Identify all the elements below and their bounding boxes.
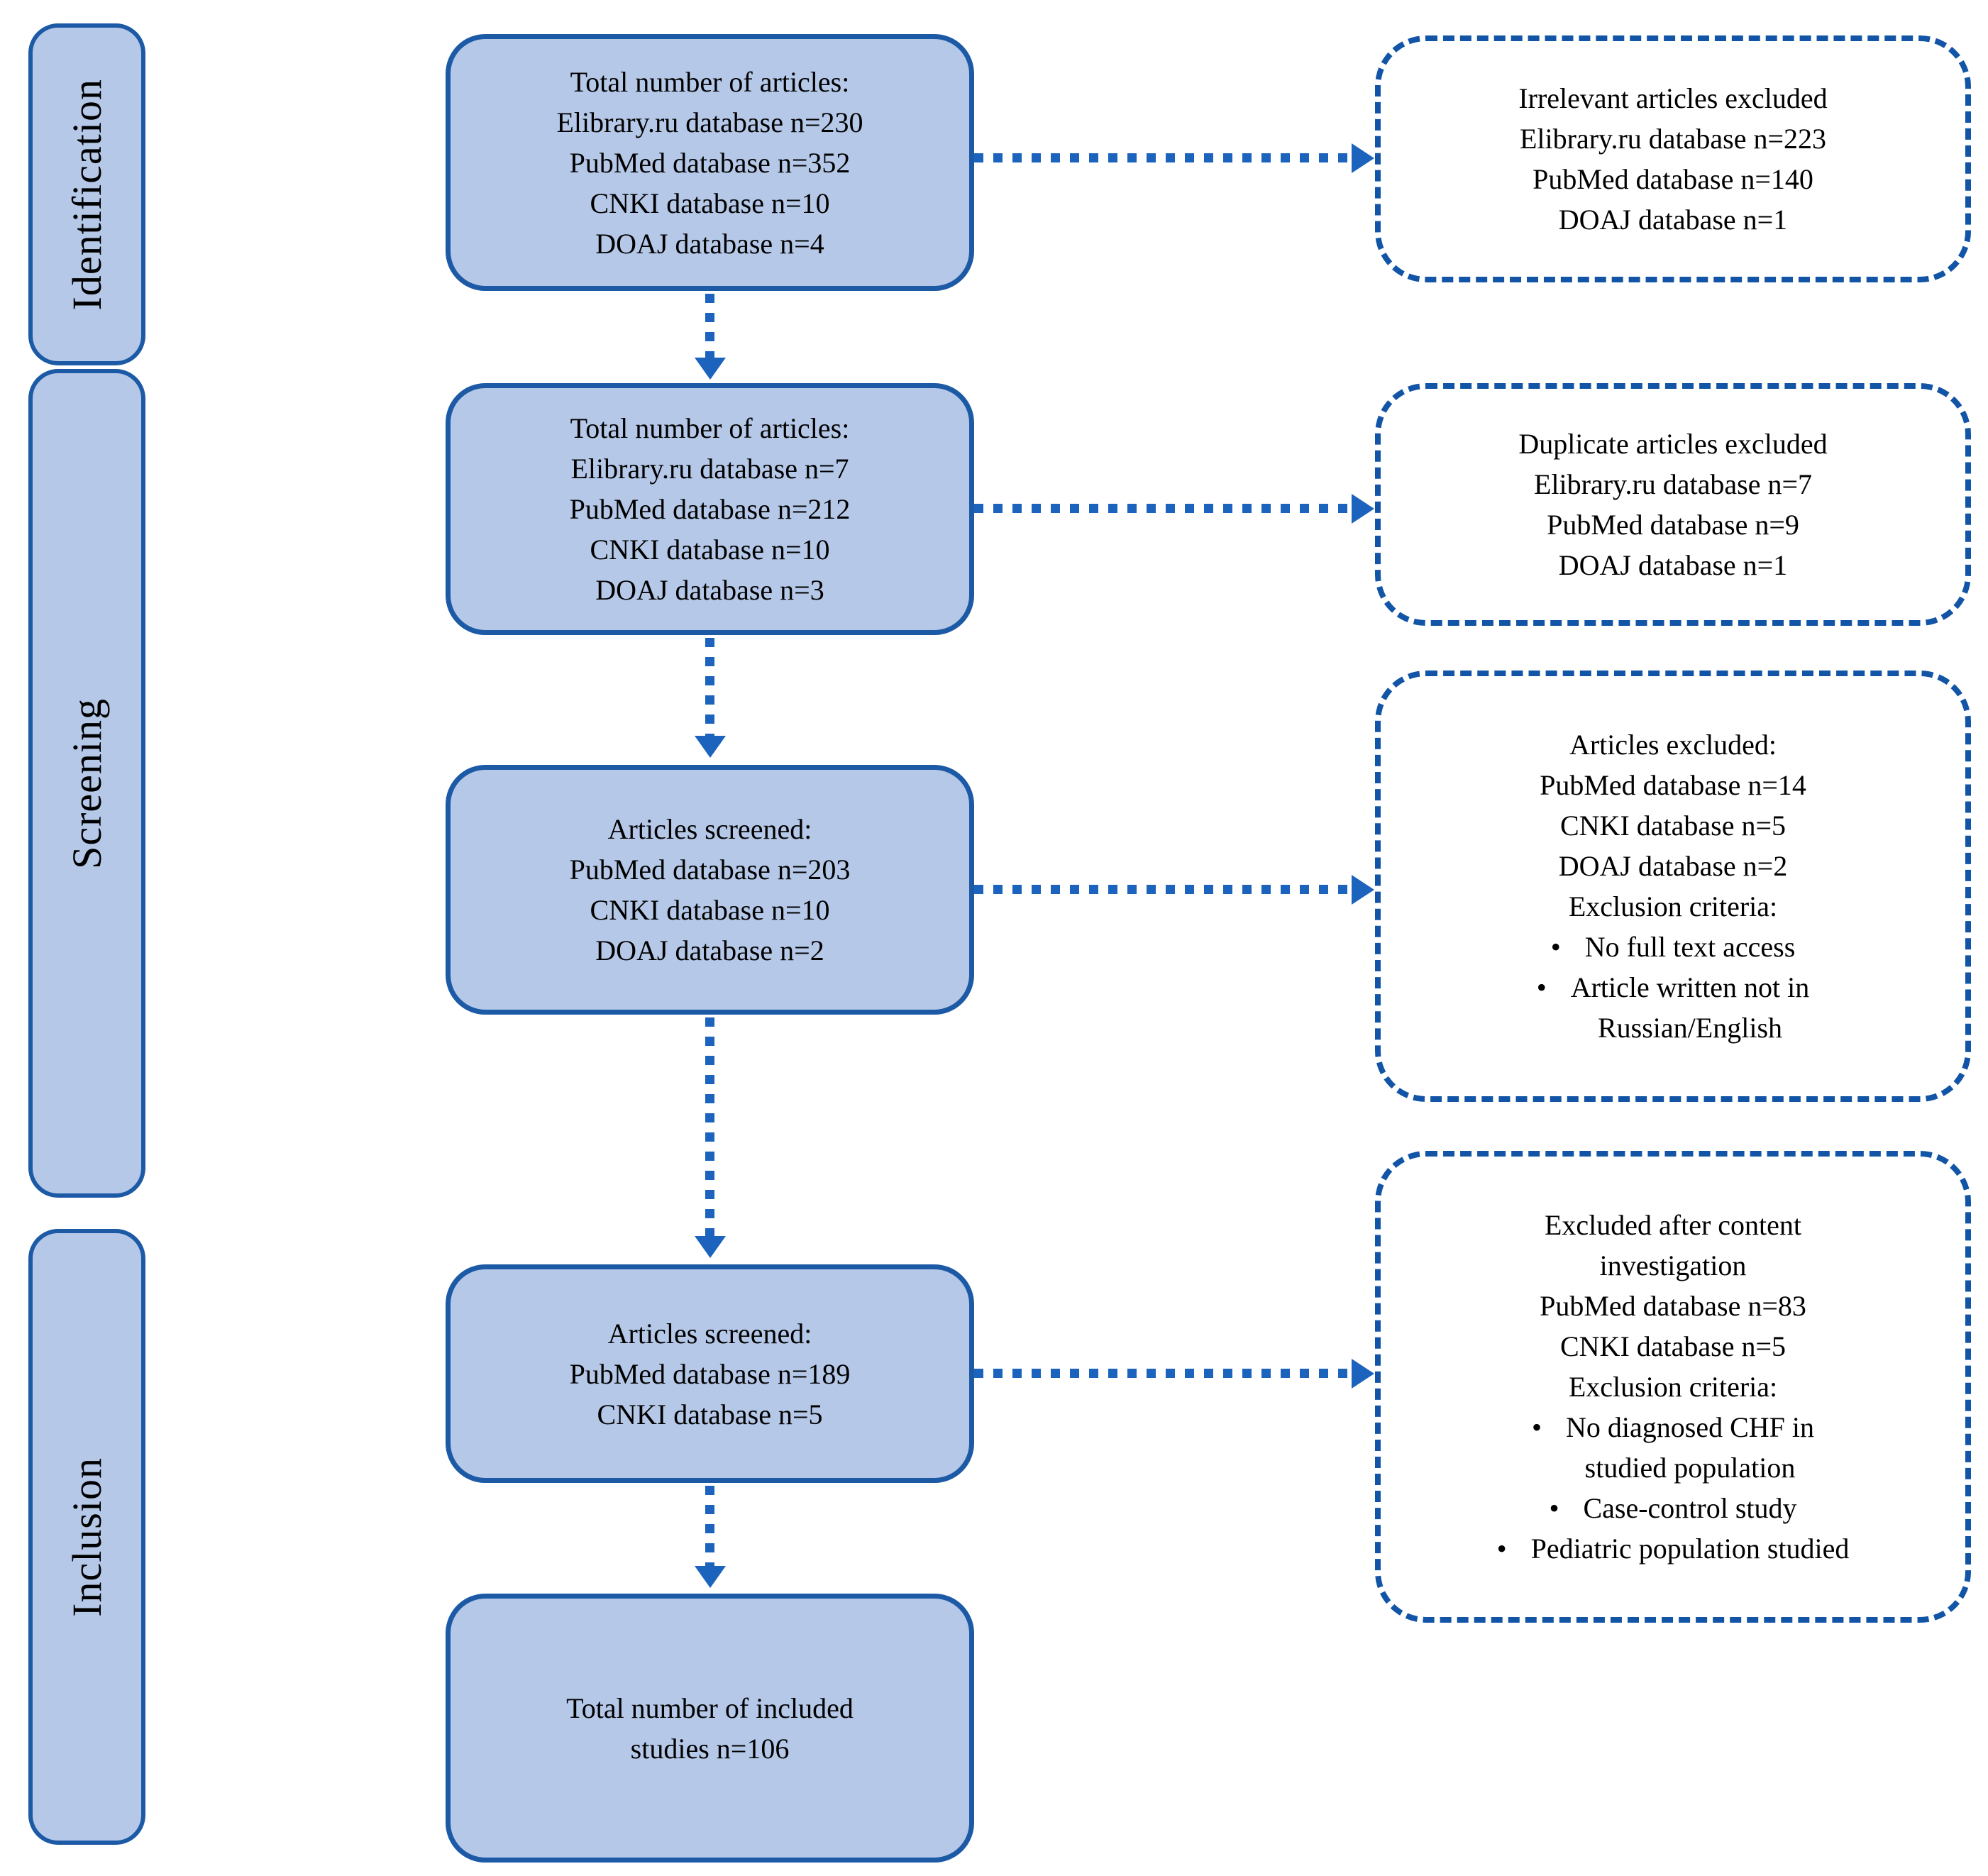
bullet-item: • No diagnosed CHF in studied population — [1406, 1407, 1940, 1488]
after-duplicates-box: Total number of articles: Elibrary.ru da… — [446, 383, 974, 635]
box-line: DOAJ database n=2 — [595, 934, 824, 966]
box-line: DOAJ database n=3 — [595, 574, 824, 606]
box-line: PubMed database n=83 — [1540, 1290, 1806, 1322]
box-line: Elibrary.ru database n=7 — [570, 453, 849, 485]
bullet-text: Pediatric population studied — [1530, 1533, 1850, 1565]
box-line: PubMed database n=9 — [1547, 509, 1799, 541]
box-line: Exclusion criteria: — [1568, 890, 1778, 922]
arrow-down-deduplicated-to-screened — [694, 638, 726, 758]
box-line: Total number of articles: — [570, 65, 850, 98]
box-line: Articles screened: — [607, 1317, 812, 1350]
stage-label-inclusion: Inclusion — [64, 1457, 110, 1617]
irrelevant-excluded-box: Irrelevant articles excluded Elibrary.ru… — [1375, 35, 1971, 282]
box-line: PubMed database n=352 — [569, 146, 851, 179]
box-line: studies n=106 — [630, 1732, 790, 1765]
bullet-text: Article written not in Russian/English — [1570, 971, 1810, 1044]
box-line: PubMed database n=212 — [569, 493, 851, 525]
box-line: Elibrary.ru database n=223 — [1519, 123, 1827, 155]
bullet-glyph: • — [1549, 1492, 1559, 1524]
screening-excluded-box: Articles excluded: PubMed database n=14 … — [1375, 671, 1971, 1102]
arrowhead-down-icon — [694, 1236, 726, 1258]
box-line: DOAJ database n=1 — [1558, 204, 1788, 236]
bullet-glyph: • — [1496, 1533, 1507, 1565]
bullet-item: • Pediatric population studied — [1406, 1528, 1940, 1569]
box-line: CNKI database n=10 — [590, 894, 830, 926]
arrowhead-down-icon — [694, 358, 726, 380]
box-line: DOAJ database n=4 — [595, 227, 824, 260]
arrowhead-right-icon — [1352, 1358, 1374, 1389]
bullet-item: • No full text access — [1406, 927, 1940, 967]
arrow-right-to-screening-excluded — [974, 874, 1374, 905]
articles-screened-box: Articles screened: PubMed database n=203… — [446, 765, 974, 1015]
arrow-down-identified-to-deduplicated — [694, 294, 726, 380]
box-line: investigation — [1599, 1249, 1747, 1281]
box-line: Articles excluded: — [1569, 729, 1777, 761]
arrow-right-to-irrelevant-excluded — [974, 143, 1374, 173]
arrow-right-to-duplicates-excluded — [974, 493, 1374, 524]
bullet-text: Case-control study — [1583, 1492, 1797, 1524]
box-line: Total number of included — [566, 1692, 854, 1724]
bullet-glyph: • — [1536, 971, 1547, 1003]
arrowhead-down-icon — [694, 1566, 726, 1588]
box-line: Elibrary.ru database n=230 — [556, 106, 863, 138]
box-line: PubMed database n=203 — [569, 854, 851, 885]
box-line: PubMed database n=140 — [1533, 163, 1813, 195]
records-identified-box: Total number of articles: Elibrary.ru da… — [446, 34, 974, 291]
arrowhead-down-icon — [694, 736, 726, 758]
box-line: DOAJ database n=2 — [1558, 850, 1788, 882]
arrow-down-fulltext-to-included — [694, 1486, 726, 1588]
box-line: Irrelevant articles excluded — [1518, 82, 1828, 114]
stage-label-identification: Identification — [64, 78, 110, 311]
box-line: Exclusion criteria: — [1568, 1371, 1778, 1403]
bullet-glyph: • — [1550, 931, 1561, 963]
bullet-item: • Article written not in Russian/English — [1406, 967, 1940, 1048]
stage-box-identification: Identification — [28, 23, 145, 365]
box-line: CNKI database n=5 — [597, 1398, 823, 1430]
stage-box-inclusion: Inclusion — [28, 1229, 145, 1845]
box-line: CNKI database n=5 — [1559, 1330, 1787, 1362]
stage-box-screening: Screening — [28, 369, 145, 1198]
arrowhead-right-icon — [1352, 874, 1374, 905]
box-line: PubMed database n=14 — [1540, 769, 1806, 801]
box-line: CNKI database n=10 — [590, 534, 830, 565]
box-line: Excluded after content — [1544, 1209, 1802, 1241]
arrowhead-right-icon — [1352, 143, 1374, 173]
bullet-item: • Case-control study — [1406, 1488, 1940, 1528]
bullet-text: No full text access — [1584, 931, 1796, 963]
stage-label-screening: Screening — [64, 697, 110, 869]
included-studies-box: Total number of included studies n=106 — [446, 1594, 974, 1863]
box-line: Total number of articles: — [570, 412, 850, 444]
box-line: CNKI database n=5 — [1559, 810, 1787, 842]
bullet-glyph: • — [1531, 1411, 1542, 1443]
box-line: Elibrary.ru database n=7 — [1533, 468, 1813, 500]
arrow-right-to-content-excluded — [974, 1358, 1374, 1389]
box-line: PubMed database n=189 — [569, 1357, 851, 1390]
bullet-text: No diagnosed CHF in studied population — [1566, 1411, 1814, 1484]
box-line: Duplicate articles excluded — [1518, 428, 1828, 460]
content-excluded-box: Excluded after content investigation Pub… — [1375, 1151, 1971, 1623]
duplicates-excluded-box: Duplicate articles excluded Elibrary.ru … — [1375, 383, 1971, 626]
box-line: CNKI database n=10 — [590, 187, 830, 219]
arrow-down-screened-to-fulltext — [694, 1017, 726, 1258]
box-line: Articles screened: — [607, 813, 812, 845]
arrowhead-right-icon — [1352, 493, 1374, 524]
fulltext-screened-box: Articles screened: PubMed database n=189… — [446, 1264, 974, 1483]
box-line: DOAJ database n=1 — [1558, 549, 1788, 581]
